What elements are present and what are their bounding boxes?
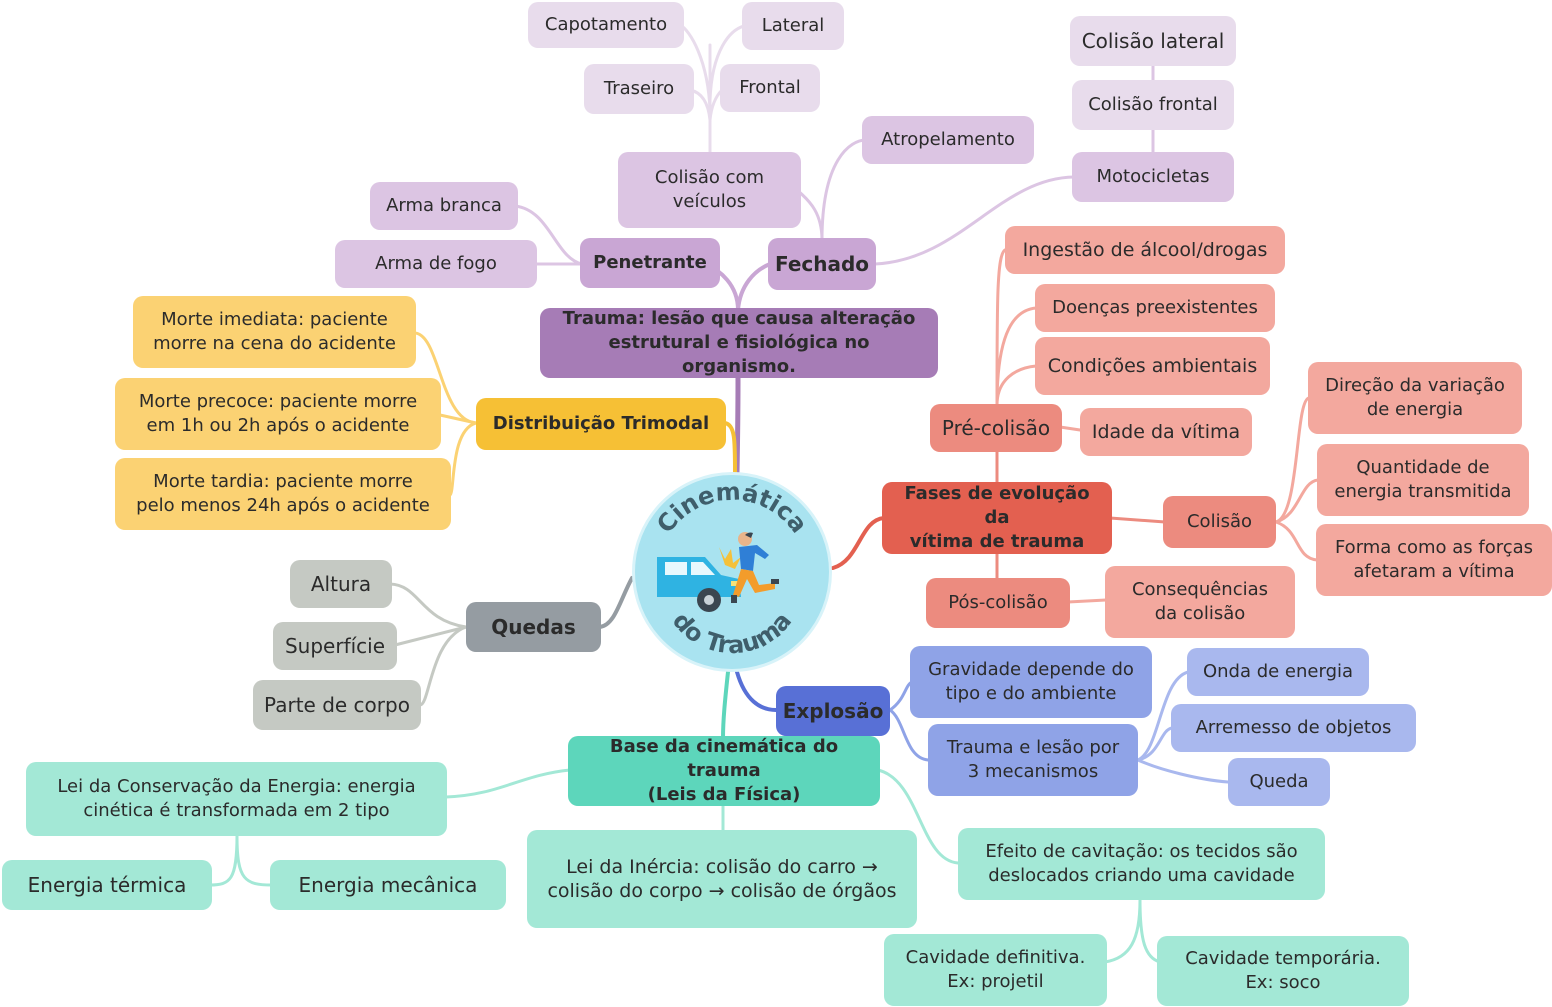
conservacao-energia-node[interactable]: Lei da Conservação da Energia: energia c… xyxy=(26,762,447,836)
efeito-cavitacao-node[interactable]: Efeito de cavitação: os tecidos são desl… xyxy=(958,828,1325,900)
energia-termica-node[interactable]: Energia térmica xyxy=(2,860,212,910)
explosao-node[interactable]: Explosão xyxy=(776,686,890,736)
penetrante-node[interactable]: Penetrante xyxy=(580,238,720,288)
traseiro-node[interactable]: Traseiro xyxy=(584,64,694,114)
central-title-bottom: do Trauma xyxy=(667,607,797,660)
direcao-node[interactable]: Direção da variação de energia xyxy=(1308,362,1522,434)
onda-energia-node[interactable]: Onda de energia xyxy=(1187,648,1369,696)
cavidade-temporaria-node[interactable]: Cavidade temporária. Ex: soco xyxy=(1157,936,1409,1006)
altura-node[interactable]: Altura xyxy=(290,560,392,608)
arremesso-node[interactable]: Arremesso de objetos xyxy=(1171,704,1416,752)
lateral-node[interactable]: Lateral xyxy=(742,2,844,50)
forma-node[interactable]: Forma como as forças afetaram a vítima xyxy=(1316,524,1552,596)
fases-evolucao-node[interactable]: Fases de evolução da vítima de trauma xyxy=(882,482,1112,554)
colisao-frontal-node[interactable]: Colisão frontal xyxy=(1072,80,1234,130)
parte-corpo-node[interactable]: Parte de corpo xyxy=(253,680,421,730)
energia-mecanica-node[interactable]: Energia mecânica xyxy=(270,860,506,910)
central-topic-artwork: Cinemática do Trauma xyxy=(651,478,813,660)
pre-colisao-node[interactable]: Pré-colisão xyxy=(930,404,1062,452)
trauma-definition-node[interactable]: Trauma: lesão que causa alteração estrut… xyxy=(540,308,938,378)
idade-node[interactable]: Idade da vítima xyxy=(1080,408,1252,456)
colisao-veiculos-node[interactable]: Colisão com veículos xyxy=(618,152,801,228)
gravidade-node[interactable]: Gravidade depende do tipo e do ambiente xyxy=(910,646,1152,718)
arma-branca-node[interactable]: Arma branca xyxy=(370,182,518,230)
car-crash-pedestrian-icon xyxy=(657,532,779,612)
distribuicao-trimodal-node[interactable]: Distribuição Trimodal xyxy=(476,398,726,450)
colisao-lateral-node[interactable]: Colisão lateral xyxy=(1070,16,1236,66)
motocicletas-node[interactable]: Motocicletas xyxy=(1072,152,1234,202)
morte-precoce-node[interactable]: Morte precoce: paciente morre em 1h ou 2… xyxy=(115,378,441,450)
pos-colisao-node[interactable]: Pós-colisão xyxy=(926,578,1070,628)
quantidade-node[interactable]: Quantidade de energia transmitida xyxy=(1317,444,1529,516)
ingestao-node[interactable]: Ingestão de álcool/drogas xyxy=(1005,226,1285,274)
fechado-node[interactable]: Fechado xyxy=(768,238,876,290)
atropelamento-node[interactable]: Atropelamento xyxy=(862,116,1034,164)
lei-inercia-node[interactable]: Lei da Inércia: colisão do carro → colis… xyxy=(527,830,917,928)
morte-tardia-node[interactable]: Morte tardia: paciente morre pelo menos … xyxy=(115,458,451,530)
doencas-node[interactable]: Doenças preexistentes xyxy=(1035,284,1275,332)
condicoes-node[interactable]: Condições ambientais xyxy=(1035,337,1270,395)
quedas-node[interactable]: Quedas xyxy=(466,602,601,652)
consequencias-node[interactable]: Consequências da colisão xyxy=(1105,566,1295,638)
queda-node[interactable]: Queda xyxy=(1228,758,1330,806)
capotamento-node[interactable]: Capotamento xyxy=(528,2,684,48)
colisao-node[interactable]: Colisão xyxy=(1163,496,1276,548)
morte-imediata-node[interactable]: Morte imediata: paciente morre na cena d… xyxy=(133,296,416,368)
arma-fogo-node[interactable]: Arma de fogo xyxy=(335,240,537,288)
base-cinematica-node[interactable]: Base da cinemática do trauma (Leis da Fí… xyxy=(568,736,880,806)
frontal-node[interactable]: Frontal xyxy=(720,64,820,112)
superficie-node[interactable]: Superfície xyxy=(273,622,397,670)
central-topic[interactable]: Cinemática do Trauma xyxy=(632,472,832,672)
cavidade-definitiva-node[interactable]: Cavidade definitiva. Ex: projetil xyxy=(884,934,1107,1006)
mecanismos-node[interactable]: Trauma e lesão por 3 mecanismos xyxy=(928,724,1138,796)
